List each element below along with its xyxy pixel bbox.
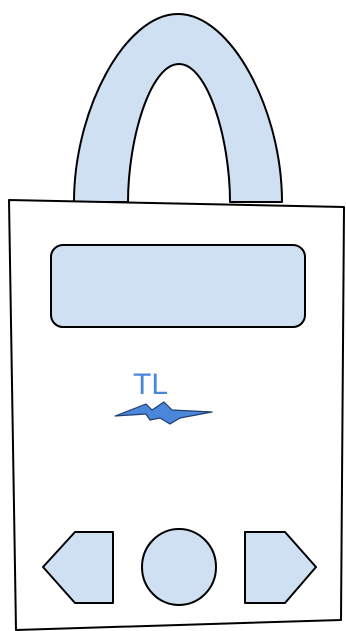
lightning-bolt-icon <box>114 401 213 425</box>
circle-button-icon[interactable] <box>141 528 217 606</box>
tl-logo-text: TL <box>133 368 169 401</box>
display-screen <box>50 244 306 328</box>
right-arrow-icon[interactable] <box>244 531 317 604</box>
handle-arch-icon <box>73 13 283 203</box>
left-arrow-icon[interactable] <box>42 531 114 604</box>
